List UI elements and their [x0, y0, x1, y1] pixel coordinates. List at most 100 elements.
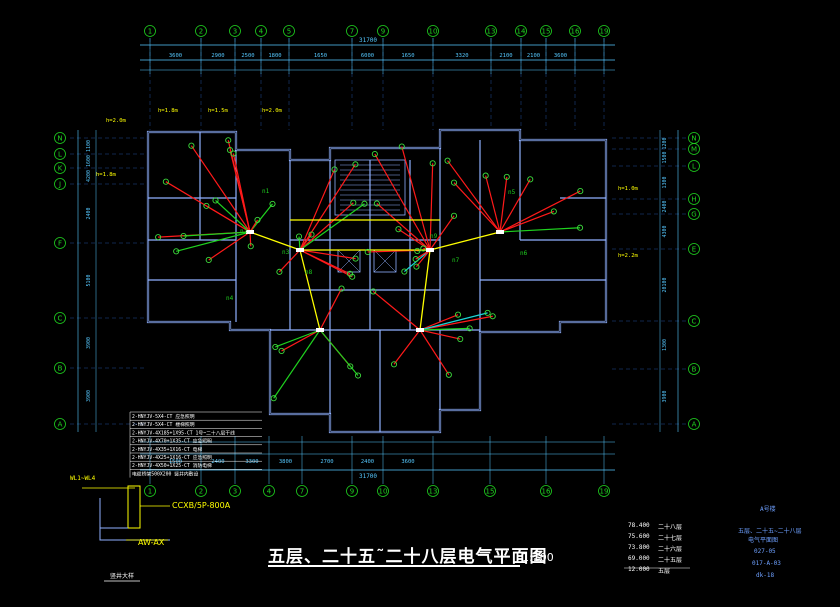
axis-label-bottom: 2: [199, 488, 203, 496]
light-fixture-icon: [278, 347, 285, 354]
wire-run: [176, 231, 251, 252]
light-fixture-icon: [414, 247, 421, 254]
axis-bubble-top: [515, 25, 527, 37]
dim-text-left: 3900: [86, 390, 92, 402]
dim-text-left: 1100: [86, 140, 92, 152]
wire-run: [319, 288, 343, 331]
drawing-title: 五层、二十五˜二十八层电气平面图: [268, 547, 548, 567]
wire-run: [299, 169, 336, 251]
dim-text-bot: 3800: [279, 459, 292, 465]
elevation-value: 69.000: [628, 555, 650, 562]
dim-text-top: 1800: [268, 53, 281, 59]
axis-bubble-top: [598, 25, 610, 37]
wire-run: [499, 190, 581, 233]
drawing-scale: 1:100: [522, 551, 554, 564]
light-fixture-icon: [352, 161, 359, 168]
circuit-label: n5: [508, 189, 516, 196]
axis-bubble-right: [688, 160, 700, 172]
axis-bubble-bottom: [346, 485, 358, 497]
light-fixture-icon: [450, 179, 458, 186]
dim-text-top: 2500: [241, 53, 254, 59]
axis-label-top: 4: [259, 28, 264, 36]
elevation-value: 78.400: [628, 522, 650, 529]
feeder-line: [429, 231, 501, 251]
light-fixture-icon: [276, 268, 283, 275]
dim-text-bot: 3600: [401, 459, 414, 465]
axis-label-left: B: [58, 365, 63, 373]
light-fixture-icon: [188, 142, 195, 149]
axis-label-top: 13: [487, 28, 496, 36]
feeder-line: [419, 249, 431, 331]
light-fixture-icon: [371, 151, 378, 158]
wire-run: [419, 314, 459, 331]
axis-label-bottom: 3: [233, 488, 237, 496]
dim-overall-bottom: 31700: [359, 473, 377, 480]
dim-text-top: 2100: [499, 53, 512, 59]
wire-run: [208, 231, 251, 261]
elevation-floor: 二十五层: [658, 557, 683, 564]
light-fixture-icon: [338, 285, 345, 292]
elevation-floor: 五层: [658, 568, 671, 575]
light-fixture-icon: [395, 226, 402, 233]
room-height-label: h=1.0m: [618, 186, 639, 192]
room-height-label: h=2.0m: [262, 108, 283, 114]
circuit-label: n3: [282, 249, 290, 256]
axis-label-top: 3: [233, 28, 237, 36]
axis-bubble-top: [377, 25, 389, 37]
circuit-label: n2: [240, 228, 248, 235]
light-fixtures: [155, 137, 584, 402]
light-fixture-icon: [413, 263, 420, 270]
light-fixture-icon: [269, 200, 276, 207]
light-fixture-icon: [401, 268, 408, 275]
axis-bubble-top: [229, 25, 241, 37]
axis-label-left: N: [57, 135, 62, 143]
elevator-1-x: [337, 249, 361, 273]
dim-text-bot: 1500: [169, 459, 182, 465]
wire-run: [499, 176, 508, 233]
cable-note: 2-HNYJV-4X185+1X95-CT 1号~二十八层干线: [132, 429, 235, 436]
room-height-label: h=1.5m: [208, 108, 229, 114]
light-fixture-icon: [227, 147, 234, 154]
axis-bubble-bottom: [484, 485, 496, 497]
light-fixture-icon: [354, 372, 362, 379]
wire-run: [499, 210, 555, 233]
detail-caption: 竖井大样: [110, 572, 134, 580]
circuit-label: n6: [520, 250, 528, 257]
wire-run: [415, 249, 431, 268]
wire-run: [419, 315, 493, 331]
axis-label-top: 16: [571, 28, 580, 36]
light-fixture-icon: [484, 309, 491, 316]
tb-name-2: 电气平面图: [748, 537, 779, 544]
dim-text-right: 1200: [662, 137, 668, 149]
circuit-label: n8: [305, 269, 313, 276]
axis-bubble-left: [54, 162, 66, 174]
cable-note: 2-HNYJV-4X50+1X25-CT 消防电梯: [132, 462, 212, 469]
outer-wall-core: [147, 129, 607, 433]
axis-bubble-top: [485, 25, 497, 37]
axis-label-left: K: [58, 165, 63, 173]
axis-bubble-bottom: [427, 485, 439, 497]
axis-label-bottom: 10: [379, 488, 388, 496]
axis-bubble-bottom: [263, 485, 275, 497]
distribution-box-icon: [246, 230, 254, 234]
dim-text-left: 2400: [86, 207, 92, 219]
cable-note: 2-HNYJV-4X25+1X16-CT 应急照明: [132, 454, 212, 461]
axis-label-bottom: 16: [542, 488, 551, 496]
axis-bubble-bottom: [195, 485, 207, 497]
wire-run: [278, 249, 301, 273]
light-fixture-icon: [203, 202, 210, 209]
feeder-line: [249, 231, 301, 251]
light-fixture-icon: [370, 288, 377, 295]
light-fixture-icon: [527, 176, 534, 183]
wire-run: [419, 329, 461, 340]
axis-bubble-bottom: [296, 485, 308, 497]
axis-label-top: 1: [148, 28, 152, 36]
wire-run: [299, 249, 356, 260]
detail-wall: [99, 498, 170, 541]
light-fixture-icon: [331, 166, 338, 173]
axis-label-right: E: [692, 246, 696, 254]
